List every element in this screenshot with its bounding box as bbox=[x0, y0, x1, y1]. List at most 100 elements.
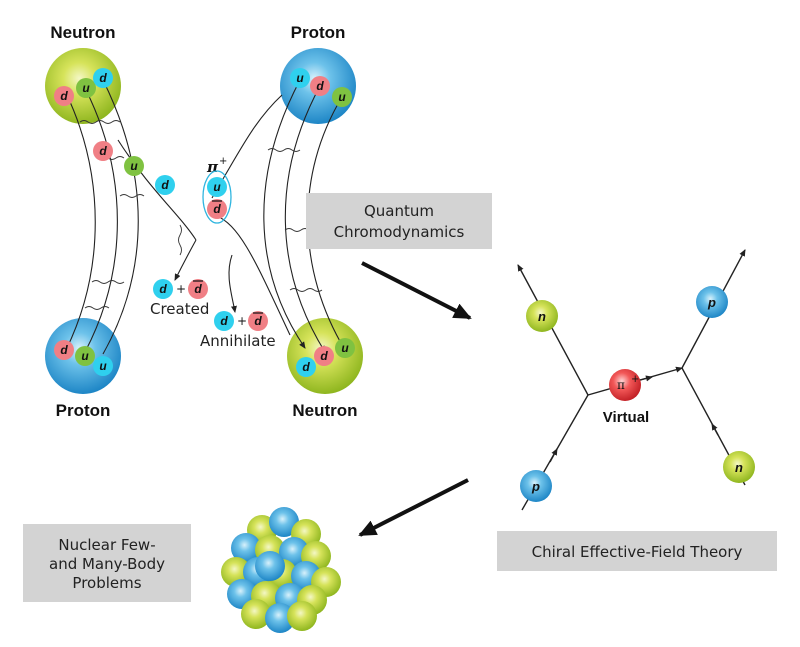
svg-text:Chiral Effective-Field Theory: Chiral Effective-Field Theory bbox=[532, 543, 743, 561]
svg-text:d: d bbox=[316, 79, 324, 93]
svg-text:p: p bbox=[531, 479, 540, 494]
nuclear-box: Nuclear Few- and Many-Body Problems bbox=[23, 524, 191, 602]
pion-exchange-line bbox=[117, 139, 197, 241]
svg-text:u: u bbox=[338, 90, 346, 104]
qcd-box: Quantum Chromodynamics bbox=[306, 193, 492, 249]
svg-text:u: u bbox=[213, 180, 221, 194]
svg-text:and Many-Body: and Many-Body bbox=[49, 555, 165, 573]
quark-u: u bbox=[75, 346, 95, 366]
quark-d: d bbox=[93, 141, 113, 161]
virtual-label: Virtual bbox=[603, 409, 649, 426]
gluon bbox=[119, 194, 145, 198]
quark-d: d bbox=[155, 175, 175, 195]
svg-text:d: d bbox=[99, 71, 107, 85]
feynman-line bbox=[517, 264, 589, 396]
plus-sign: + bbox=[176, 282, 186, 296]
quark-line bbox=[84, 89, 118, 353]
quark-line bbox=[102, 79, 139, 355]
quark-u: u bbox=[290, 68, 310, 88]
quark-u: u bbox=[335, 338, 355, 358]
svg-text:u: u bbox=[82, 81, 90, 95]
nucleon-neutron bbox=[241, 599, 271, 629]
created-label: Created bbox=[150, 300, 209, 318]
svg-text:u: u bbox=[81, 349, 89, 363]
annihilate-label: Annihilate bbox=[200, 332, 276, 350]
svg-text:d: d bbox=[60, 89, 68, 103]
feynman-neutron-bottom-right: n bbox=[723, 451, 755, 483]
svg-text:p: p bbox=[707, 295, 716, 310]
arrow-qcd-to-chiral bbox=[361, 261, 472, 320]
created-line bbox=[174, 239, 197, 281]
quark-u: u bbox=[124, 156, 144, 176]
svg-text:π: π bbox=[617, 378, 625, 392]
nucleon-proton bbox=[265, 603, 295, 633]
antiquark-d: d bbox=[248, 311, 268, 331]
gluon bbox=[289, 288, 323, 292]
feynman-proton-top-right: p bbox=[696, 286, 728, 318]
svg-text:Chromodynamics: Chromodynamics bbox=[334, 223, 465, 241]
quark-d: d bbox=[214, 311, 234, 331]
svg-text:d: d bbox=[254, 314, 262, 328]
svg-text:n: n bbox=[735, 460, 743, 475]
feynman-proton-bottom-left: p bbox=[520, 470, 552, 502]
nucleon-proton bbox=[269, 507, 299, 537]
quark-d: d bbox=[296, 357, 316, 377]
quark-line bbox=[284, 85, 326, 353]
svg-text:Problems: Problems bbox=[72, 574, 141, 592]
quark-d: d bbox=[54, 86, 74, 106]
gluon bbox=[91, 280, 125, 284]
quark-d: d bbox=[93, 68, 113, 88]
feynman-diagram: n p p n π + Virtual bbox=[517, 249, 755, 511]
label-neutron-top-left: Neutron bbox=[50, 23, 115, 42]
virtual-pion: π + bbox=[609, 369, 641, 401]
label-neutron-bottom-right: Neutron bbox=[292, 401, 357, 420]
quark-line bbox=[65, 92, 96, 351]
svg-text:d: d bbox=[320, 349, 328, 363]
svg-text:u: u bbox=[130, 159, 138, 173]
feynman-neutron-top-left: n bbox=[526, 300, 558, 332]
svg-text:Quantum: Quantum bbox=[364, 202, 434, 220]
antiquark-d: d bbox=[188, 279, 208, 299]
pion-label: π bbox=[206, 158, 219, 176]
qcd-panel: d u d u d u d u bbox=[45, 23, 363, 420]
svg-text:d: d bbox=[213, 202, 221, 216]
quark-d: d bbox=[153, 279, 173, 299]
svg-text:+: + bbox=[631, 374, 639, 385]
plus-sign: + bbox=[237, 314, 247, 328]
nucleon-proton bbox=[231, 533, 261, 563]
svg-text:d: d bbox=[220, 314, 228, 328]
svg-text:u: u bbox=[296, 71, 304, 85]
antiquark-d: d bbox=[207, 199, 227, 219]
gluon bbox=[267, 148, 301, 152]
svg-text:d: d bbox=[302, 360, 310, 374]
gluon bbox=[84, 306, 110, 310]
svg-text:Nuclear Few-: Nuclear Few- bbox=[58, 536, 155, 554]
svg-text:d: d bbox=[161, 178, 169, 192]
feynman-arrow bbox=[549, 448, 558, 463]
annihilate-line bbox=[228, 254, 237, 313]
gluon bbox=[79, 120, 121, 124]
svg-text:d: d bbox=[99, 144, 107, 158]
svg-text:d: d bbox=[60, 343, 68, 357]
label-proton-top-right: Proton bbox=[291, 23, 346, 42]
svg-text:d: d bbox=[159, 282, 167, 296]
svg-text:u: u bbox=[99, 359, 107, 373]
svg-text:d: d bbox=[194, 282, 202, 296]
nucleon-proton bbox=[255, 551, 285, 581]
quark-u: u bbox=[207, 177, 227, 197]
pion-charge: + bbox=[219, 156, 227, 167]
quark-u: u bbox=[93, 356, 113, 376]
gluon bbox=[284, 228, 310, 232]
quark-line bbox=[263, 79, 306, 349]
gluon bbox=[178, 224, 182, 256]
quark-d: d bbox=[310, 76, 330, 96]
feynman-arrow bbox=[711, 423, 719, 436]
arrow-chiral-to-nuclear bbox=[358, 478, 469, 537]
nucleus-cluster bbox=[221, 507, 341, 633]
pion-outline bbox=[202, 170, 232, 224]
quark-u: u bbox=[76, 78, 96, 98]
quark-d: d bbox=[54, 340, 74, 360]
chiral-eft-box: Chiral Effective-Field Theory bbox=[497, 531, 777, 571]
svg-text:u: u bbox=[341, 341, 349, 355]
